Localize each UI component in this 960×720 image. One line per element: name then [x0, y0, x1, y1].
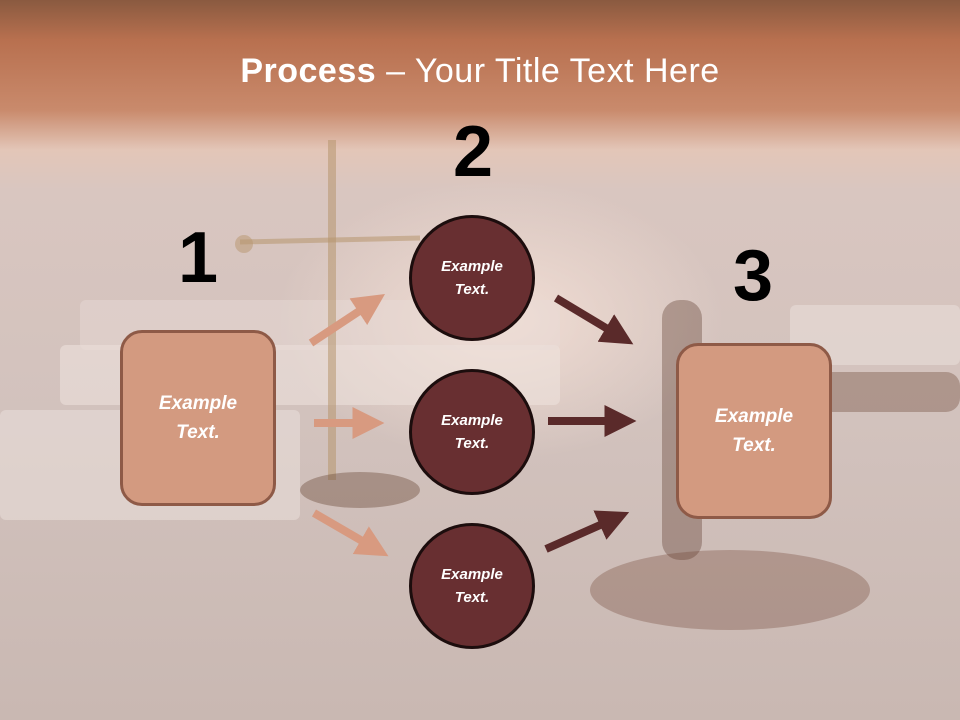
circle-middle-text: Example Text.	[441, 412, 503, 452]
arrow-bottom-to-right	[544, 510, 630, 553]
arrow-top-to-right	[553, 294, 634, 345]
right-process-box: Example Text.	[676, 343, 832, 519]
title-rest: – Your Title Text Here	[376, 52, 720, 90]
step-number-3: 3	[732, 236, 774, 316]
step-number-1: 1	[177, 218, 219, 298]
left-process-box: Example Text.	[120, 330, 276, 506]
circle-middle: Example Text.	[409, 369, 535, 495]
right-box-text: Example Text.	[714, 406, 794, 456]
arrow-left-to-top	[308, 294, 386, 347]
title-bold: Process	[240, 52, 377, 90]
left-box-text: Example Text.	[158, 393, 238, 443]
circle-bottom-text: Example Text.	[441, 566, 503, 606]
circle-top-text: Example Text.	[441, 258, 503, 298]
slide-title: Process – Your Title Text Here	[0, 52, 960, 91]
circle-bottom: Example Text.	[409, 523, 535, 649]
step-number-2: 2	[452, 112, 494, 192]
circle-top: Example Text.	[409, 215, 535, 341]
arrow-left-to-bottom	[311, 509, 389, 557]
